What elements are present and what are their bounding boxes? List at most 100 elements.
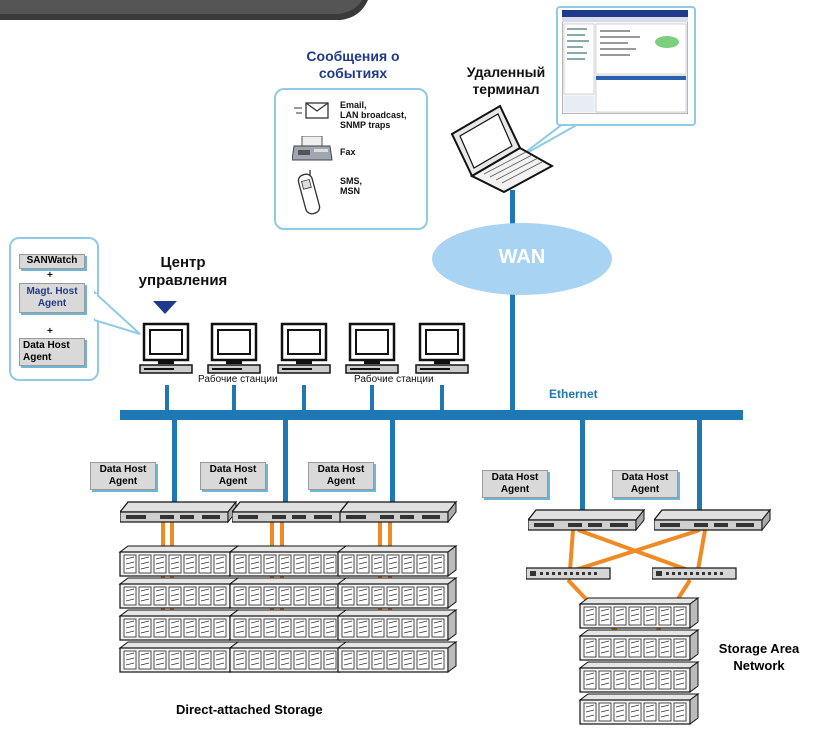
storage-enclosure <box>228 641 350 673</box>
ws-drop-3 <box>302 385 306 411</box>
workstation-4 <box>345 322 399 374</box>
san-storage-array <box>578 597 700 725</box>
das-storage-array-3 <box>336 545 458 673</box>
ws-drop-1 <box>165 385 169 411</box>
dha1-line2: Agent <box>108 476 138 487</box>
event-sms-line2: MSN <box>340 186 360 196</box>
storage-enclosure <box>336 641 458 673</box>
storage-enclosure <box>118 545 240 577</box>
storage-enclosure <box>228 577 350 609</box>
storage-enclosure <box>578 693 700 725</box>
ws-drop-4 <box>370 385 374 411</box>
mobile-phone-icon <box>297 170 321 215</box>
wan-uplink-line <box>510 190 515 418</box>
ethernet-label: Ethernet <box>549 387 598 401</box>
data-host-agent-tag-5: Data Host Agent <box>612 470 678 498</box>
workstations-label-1: Рабочие станции <box>198 374 278 385</box>
storage-enclosure <box>118 577 240 609</box>
server-drop-1 <box>172 418 177 508</box>
storage-enclosure <box>228 545 350 577</box>
control-center-line2: управления <box>138 272 228 289</box>
workstations-label-2: Рабочие станции <box>354 374 434 385</box>
remote-terminal-label: Удаленный терминал <box>436 64 576 98</box>
event-title-line1: Сообщения о <box>306 48 400 64</box>
dha5-line1: Data Host <box>621 472 669 483</box>
storage-enclosure <box>118 641 240 673</box>
header-banner-corner <box>0 0 368 20</box>
event-item-sms: SMS, MSN <box>340 176 362 196</box>
storage-enclosure <box>578 629 700 661</box>
dha4-line2: Agent <box>500 484 530 495</box>
san-label: Storage Area Network <box>704 640 814 674</box>
ethernet-backbone <box>120 410 743 420</box>
dha5-line2: Agent <box>630 484 660 495</box>
san-switch-2 <box>652 567 737 580</box>
storage-enclosure <box>336 545 458 577</box>
stack-data-host-line2: Agent <box>23 352 52 363</box>
workstation-5 <box>415 322 469 374</box>
server-drop-3 <box>390 418 395 508</box>
envelope-icon <box>294 102 329 119</box>
management-callout-pointer <box>94 290 141 335</box>
server-drop-5 <box>697 418 702 513</box>
fax-icon <box>292 136 333 161</box>
storage-enclosure <box>578 661 700 693</box>
dha2-line2: Agent <box>218 476 248 487</box>
event-title-line2: событиях <box>318 65 388 81</box>
data-host-agent-tag-4: Data Host Agent <box>482 470 548 498</box>
magt-host-line2: Agent <box>37 298 67 309</box>
dha3-line1: Data Host <box>317 464 365 475</box>
remote-terminal-line2: терминал <box>472 81 540 97</box>
host-server-4 <box>528 508 646 532</box>
remote-terminal-line1: Удаленный <box>466 64 546 80</box>
dha2-line1: Data Host <box>209 464 257 475</box>
host-server-5 <box>654 508 772 532</box>
workstation-3 <box>277 322 331 374</box>
control-center-pointer-icon <box>153 301 177 314</box>
storage-enclosure <box>228 609 350 641</box>
ws-drop-2 <box>232 385 236 411</box>
event-notifications-title: Сообщения о событиях <box>278 48 428 82</box>
stack-plus-2: + <box>47 326 53 337</box>
event-item-email: Email, LAN broadcast, SNMP traps <box>340 100 407 130</box>
laptop-icon <box>450 104 554 194</box>
control-center-line1: Центр <box>160 254 206 271</box>
storage-enclosure <box>336 609 458 641</box>
storage-enclosure <box>118 609 240 641</box>
storage-enclosure <box>578 597 700 629</box>
das-storage-array-1 <box>118 545 240 673</box>
sanwatch-tag: SANWatch <box>19 254 85 269</box>
control-center-label: Центр управления <box>128 254 238 290</box>
server-drop-4 <box>580 418 585 513</box>
data-host-agent-tag-3: Data Host Agent <box>308 462 374 490</box>
storage-enclosure <box>336 577 458 609</box>
event-sms-line1: SMS, <box>340 176 363 186</box>
event-email-line2: LAN broadcast, <box>340 110 407 120</box>
wan-label: WAN <box>498 246 546 268</box>
host-server-3 <box>340 500 458 524</box>
san-switch-1 <box>526 567 611 580</box>
sanwatch-screenshot-thumbnail <box>562 10 688 114</box>
event-email-line1: Email, <box>340 100 367 110</box>
magt-host-line1: Magt. Host <box>26 286 78 297</box>
host-server-2 <box>232 500 350 524</box>
data-host-agent-stack-tag: Data Host Agent <box>19 338 85 366</box>
data-host-agent-tag-1: Data Host Agent <box>90 462 156 490</box>
event-item-fax: Fax <box>340 147 356 157</box>
stack-data-host-line1: Data Host <box>23 340 70 351</box>
magt-host-agent-tag: Magt. Host Agent <box>19 283 85 313</box>
wan-cloud <box>432 223 612 295</box>
workstation-2 <box>207 322 261 374</box>
dha3-line2: Agent <box>326 476 356 487</box>
stack-plus-1: + <box>47 270 53 281</box>
das-label: Direct-attached Storage <box>176 702 323 717</box>
workstation-1 <box>139 322 193 374</box>
dha1-line1: Data Host <box>99 464 147 475</box>
san-label-line1: Storage Area <box>718 641 800 656</box>
server-drop-2 <box>283 418 288 508</box>
host-server-1 <box>120 500 238 524</box>
event-email-line3: SNMP traps <box>340 120 391 130</box>
ws-drop-5 <box>440 385 444 411</box>
data-host-agent-tag-2: Data Host Agent <box>200 462 266 490</box>
dha4-line1: Data Host <box>491 472 539 483</box>
